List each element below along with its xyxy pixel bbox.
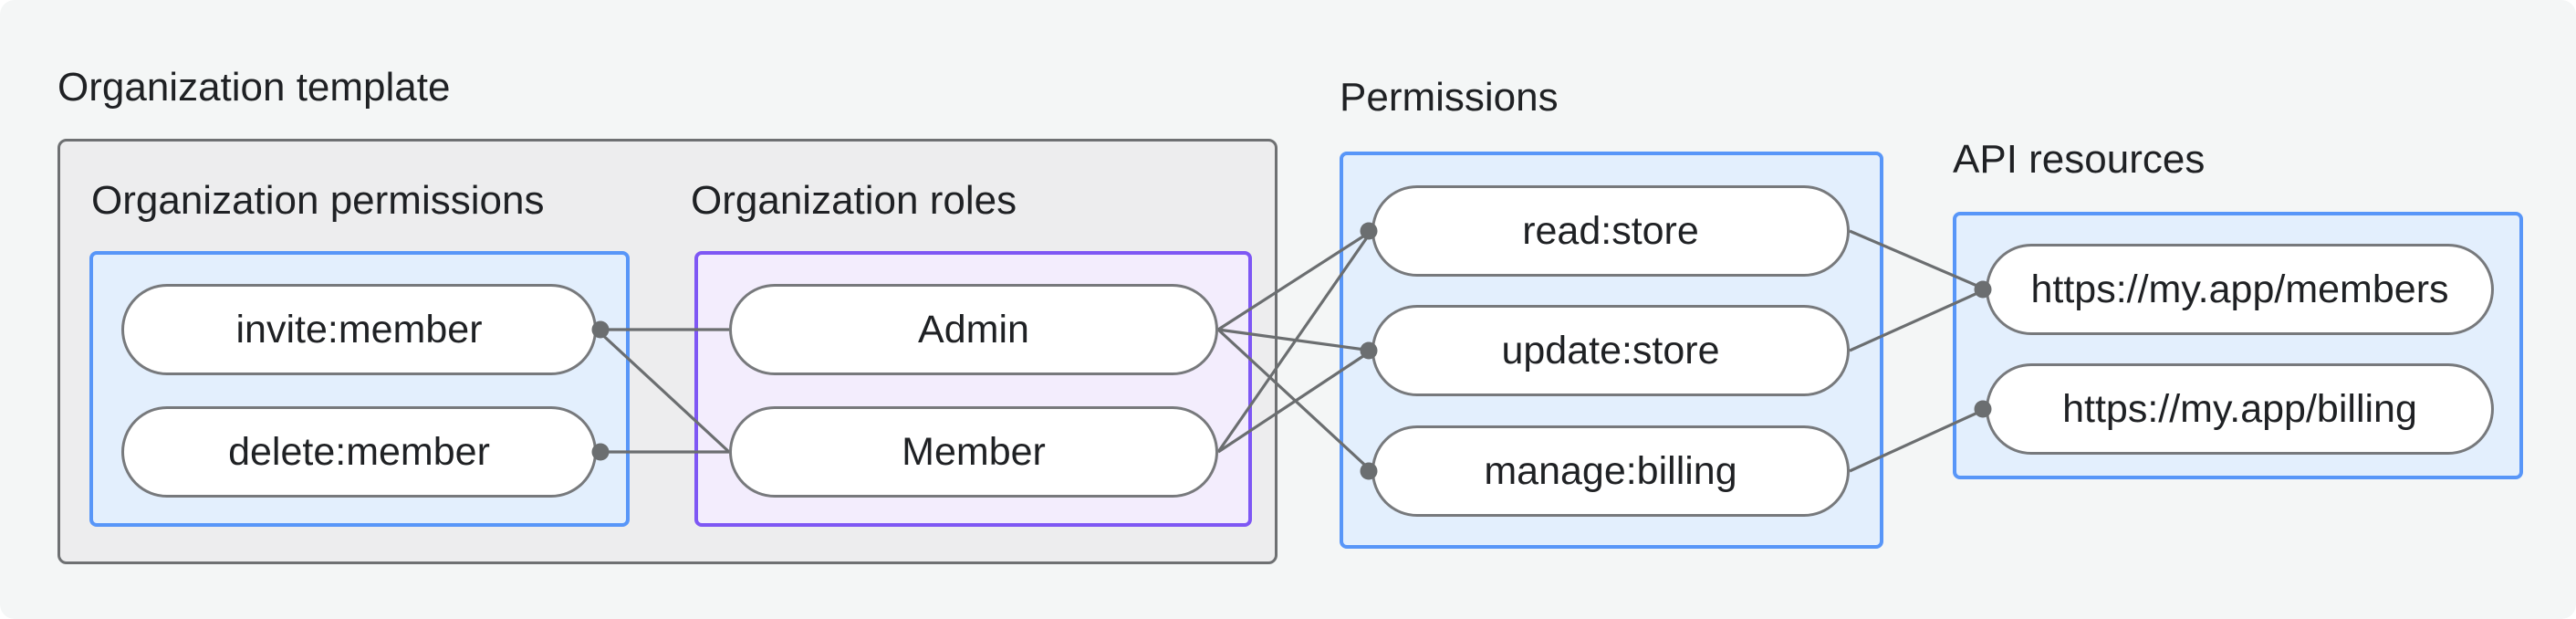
node-update-store-label: update:store: [1501, 328, 1720, 372]
node-manage-billing: manage:billing: [1371, 425, 1850, 517]
node-members-url: https://my.app/members: [1986, 244, 2494, 335]
node-member-label: Member: [902, 429, 1046, 474]
node-admin-label: Admin: [918, 307, 1029, 351]
api-resources-label: API resources: [1953, 137, 2206, 182]
node-members-url-label: https://my.app/members: [2030, 267, 2449, 311]
node-invite-member: invite:member: [121, 284, 597, 375]
permissions-label: Permissions: [1340, 75, 1559, 120]
node-member: Member: [729, 406, 1218, 498]
node-update-store: update:store: [1371, 305, 1850, 396]
node-delete-member: delete:member: [121, 406, 597, 498]
node-billing-url: https://my.app/billing: [1986, 363, 2494, 455]
node-delete-member-label: delete:member: [228, 429, 490, 474]
node-admin: Admin: [729, 284, 1218, 375]
node-billing-url-label: https://my.app/billing: [2062, 386, 2417, 431]
org-roles-label: Organization roles: [691, 178, 1017, 223]
node-invite-member-label: invite:member: [235, 307, 483, 351]
org-template-label: Organization template: [57, 65, 451, 110]
node-read-store-label: read:store: [1522, 208, 1699, 253]
node-read-store: read:store: [1371, 185, 1850, 277]
node-manage-billing-label: manage:billing: [1484, 448, 1737, 493]
org-permissions-label: Organization permissions: [91, 178, 545, 223]
